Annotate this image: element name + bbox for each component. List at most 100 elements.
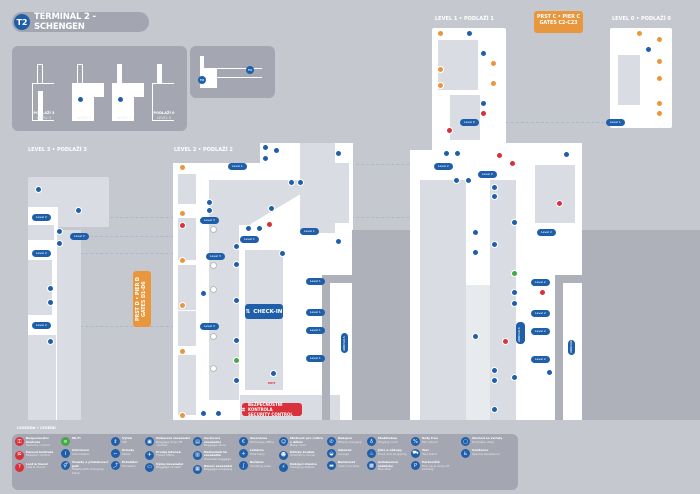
security-label-en: SECURITY CONTROL	[248, 412, 293, 417]
baby-room-icon	[47, 299, 54, 306]
level-connector-pill[interactable]: Level 0	[460, 119, 479, 126]
legend-label-en: Passport control	[26, 453, 51, 458]
legend-label-en: Phone charging	[338, 439, 362, 444]
level-connector-pill[interactable]: Level 3	[200, 323, 219, 330]
level-connector-pill[interactable]: Level 2	[531, 328, 550, 335]
pharmacy-icon	[446, 127, 453, 134]
level-connector-pill[interactable]: Level 2	[478, 171, 497, 178]
level-connector-pill[interactable]: Level 1	[300, 228, 319, 235]
legend-label-en: Lift	[122, 439, 127, 444]
level-connector-pill[interactable]: Level 2	[531, 356, 550, 363]
legend-label-cz: Salonek	[338, 448, 352, 452]
terminal-badge: T2	[14, 14, 30, 30]
gate-icon	[656, 58, 663, 65]
legend-label-en: Bus stop	[378, 467, 391, 472]
stairs-icon	[233, 337, 240, 344]
lift-icon	[233, 297, 240, 304]
legend-label-cz: Bankomat	[338, 460, 356, 464]
info-icon	[47, 338, 54, 345]
level-connector-pill[interactable]: Level 2	[531, 310, 550, 317]
level-connector-pill[interactable]: Level 2	[32, 322, 51, 329]
info-icon	[511, 300, 518, 307]
legend-label-cz: Bezpečnostní kontrola	[26, 437, 49, 444]
pharmacy-icon	[480, 110, 487, 117]
atm-icon	[491, 406, 498, 413]
legend-label-cz: Lost & found	[26, 461, 48, 466]
gate-icon	[656, 100, 663, 107]
level-connector-pill[interactable]: Level 2	[537, 229, 556, 236]
info-icon: i	[61, 449, 70, 458]
level1-heading: LEVEL 1 • PODLAŽÍ 1	[435, 16, 494, 22]
gate-icon	[656, 75, 663, 82]
baggage-drop-icon: ▣	[145, 437, 154, 446]
legend-label-en: Baggage reclaim	[156, 465, 182, 470]
gate-icon	[437, 30, 444, 37]
lost-found-icon: ?	[15, 462, 24, 472]
shop-icon	[210, 262, 217, 269]
level-connector-pill[interactable]: Level 1	[240, 236, 259, 243]
legend-label-en: Pick-up & drop-off parking	[422, 463, 449, 472]
level-connector-pill[interactable]: Level 2	[531, 279, 550, 286]
level-connector-pill[interactable]: Level 1	[306, 355, 325, 362]
legend-label-en: Domestic shop	[472, 439, 495, 444]
legend-label-en: Taxi stand	[422, 451, 438, 456]
shop-icon	[179, 222, 186, 229]
atm-icon	[491, 367, 498, 374]
level-connector-pill[interactable]: Level 1	[306, 278, 325, 285]
legend-label-cz: Jídlo a nákupy	[378, 448, 402, 452]
pier-d-label: PRST D • PIER D GATES D1-D6	[133, 271, 151, 327]
children-icon: ☻	[279, 450, 288, 460]
level0-heading: LEVEL 0 • PODLAŽÍ 0	[612, 16, 671, 22]
legend-label-cz: Wi-Fi	[72, 437, 81, 440]
level-connector-pill[interactable]: Level 2	[70, 233, 89, 240]
smoking-icon: ∫	[239, 461, 248, 470]
legend-label-cz: Nabíjení	[338, 437, 352, 440]
legend-label-en: Toilets with changing table	[72, 467, 104, 475]
toilets-icon: ⚥	[61, 461, 70, 470]
level-connector-pill[interactable]: Level 1	[306, 327, 325, 334]
level-connector-pill[interactable]: Level 2	[434, 163, 453, 170]
arrivals-label-right: ARRIVALS	[568, 338, 575, 355]
level-connector-pill[interactable]: Level 1	[228, 163, 247, 170]
legend-label-en: Escalator	[122, 463, 136, 468]
atm-icon	[511, 374, 518, 381]
level-connector-pill[interactable]: Level 1	[606, 119, 625, 126]
level-connector-pill[interactable]: Level 2	[32, 214, 51, 221]
gate-icon	[179, 302, 186, 309]
check-in-icon: ⇅	[245, 308, 251, 315]
level3-heading: LEVEL 3 • PODLAŽÍ 3	[28, 147, 87, 153]
level-connector-pill[interactable]: Level 1	[306, 309, 325, 316]
level-connector-pill[interactable]: Level 3	[200, 217, 219, 224]
lounge-icon	[75, 207, 82, 214]
lounge-icon: ◒	[327, 449, 336, 458]
level-connector-pill[interactable]: Level 3	[206, 253, 225, 260]
level-connector-pill[interactable]: Level 2	[32, 250, 51, 257]
